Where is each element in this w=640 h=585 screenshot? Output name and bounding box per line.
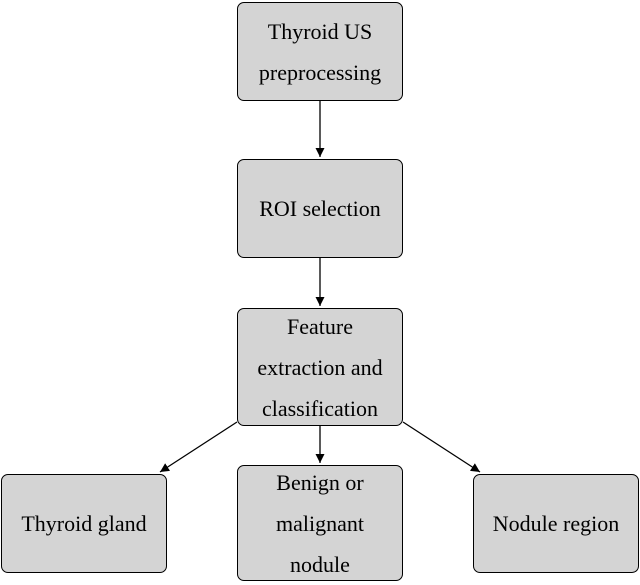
arrow-feature-to-nodule-region (402, 421, 481, 473)
node-roi-selection: ROI selection (237, 159, 403, 258)
node-benign-or-malignant-nodule: Benign or malignant nodule (237, 465, 403, 581)
arrow-feature-to-thyroid-gland (159, 421, 238, 473)
node-thyroid-gland: Thyroid gland (1, 474, 167, 573)
node-thyroid-us-preprocessing: Thyroid US preprocessing (237, 2, 403, 101)
node-feature-extraction-classification: Feature extraction and classification (237, 308, 403, 426)
node-nodule-region: Nodule region (473, 474, 639, 573)
